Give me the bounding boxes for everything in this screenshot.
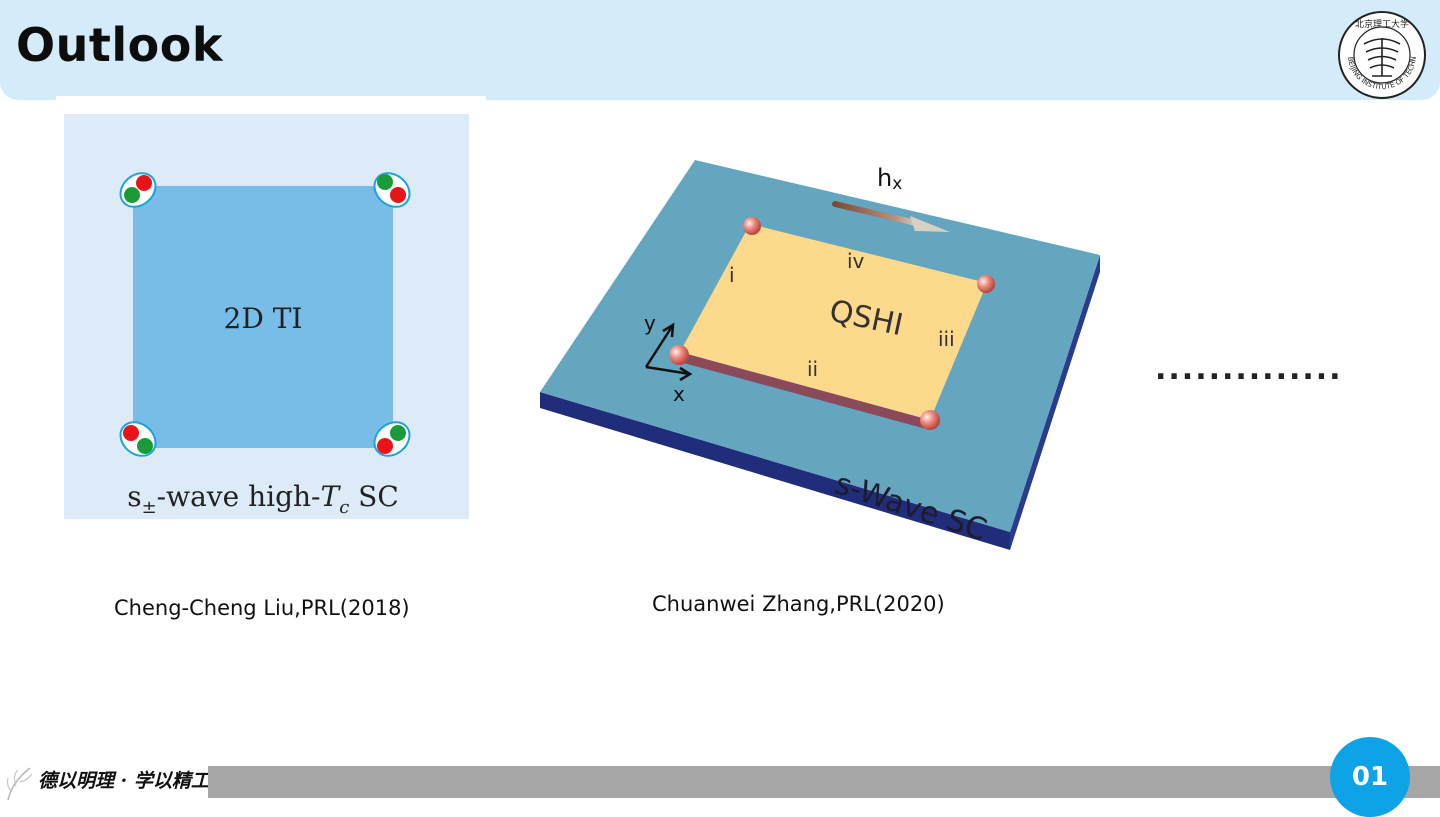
edge-label-iii: iii bbox=[938, 327, 955, 351]
more-ellipsis: .............. bbox=[1155, 352, 1343, 387]
header-banner bbox=[0, 0, 1440, 100]
corner-mode-bottom-left bbox=[119, 421, 157, 457]
majorana-sphere bbox=[669, 345, 689, 365]
edge-label-ii: ii bbox=[807, 357, 818, 381]
edge-label-i: i bbox=[729, 263, 735, 287]
field-arrow bbox=[832, 201, 923, 227]
footer-bar bbox=[208, 766, 1440, 798]
edge-label-iv: iv bbox=[847, 249, 865, 273]
majorana-sphere bbox=[920, 410, 940, 430]
corner-mode-top-right bbox=[373, 172, 411, 208]
sc-label: s±-wave high-Tc SC bbox=[127, 480, 399, 518]
axes-icon bbox=[644, 322, 693, 382]
axis-y-label: y bbox=[644, 311, 656, 335]
caption-right: Chuanwei Zhang,PRL(2020) bbox=[652, 592, 945, 616]
axis-x-label: x bbox=[673, 382, 685, 406]
university-logo: BEIJING INSTITUTE OF TECHNOLOGY 北京理工大学 bbox=[1336, 10, 1426, 99]
ti-square bbox=[133, 186, 393, 448]
slide-title: Outlook bbox=[16, 18, 223, 72]
leaf-icon bbox=[6, 767, 33, 801]
caption-left: Cheng-Cheng Liu,PRL(2018) bbox=[114, 596, 410, 620]
corner-mode-bottom-right bbox=[373, 421, 411, 457]
qshi-slab bbox=[680, 224, 987, 420]
page-number-badge: 01 bbox=[1330, 737, 1410, 817]
logo-top-text: 北京理工大学 bbox=[1355, 18, 1409, 30]
ti-label: 2D TI bbox=[224, 302, 303, 335]
corner-mode-top-left bbox=[119, 172, 157, 208]
majorana-sphere bbox=[743, 217, 761, 235]
field-label: hx bbox=[877, 164, 902, 194]
majorana-sphere bbox=[977, 275, 995, 293]
figure-2d-ti: 2D TI s±-wave high-Tc SC bbox=[56, 96, 486, 526]
university-motto: 德以明理 · 学以精工 bbox=[38, 770, 210, 792]
figure-qshi: hx QSHI i iv iii ii s-Wave SC y x bbox=[540, 160, 1100, 550]
pagoda-icon bbox=[1363, 38, 1401, 77]
